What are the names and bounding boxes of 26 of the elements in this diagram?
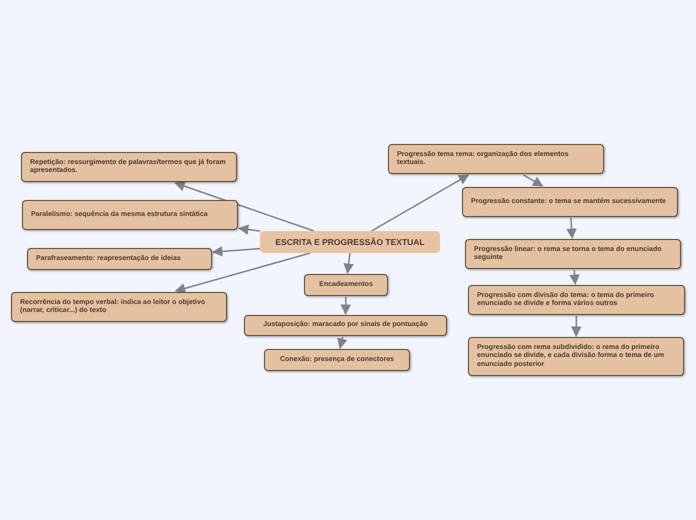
topic-text: ESCRITA E PROGRESSÃO TEXTUAL — [275, 236, 425, 248]
arrow — [523, 174, 544, 187]
topic-box — [304, 274, 388, 296]
arrow — [566, 218, 577, 240]
arrow — [212, 246, 260, 257]
topic-box — [21, 152, 237, 182]
arrow — [238, 224, 260, 235]
arrow — [571, 316, 582, 338]
topic-box — [388, 144, 604, 174]
topic-box — [22, 200, 238, 230]
arrow — [340, 297, 351, 316]
topic-box — [465, 239, 681, 269]
arrow — [569, 270, 580, 286]
arrow — [174, 181, 314, 232]
topic-box — [264, 349, 410, 371]
arrow — [343, 252, 354, 274]
topic-box — [27, 248, 212, 270]
arrow — [371, 174, 470, 232]
arrow — [337, 336, 348, 350]
topic-box — [11, 292, 227, 322]
topic-box — [244, 315, 447, 336]
topic-box — [468, 337, 684, 376]
topic-box — [468, 285, 685, 315]
arrow — [174, 252, 311, 294]
topic-box — [462, 187, 678, 217]
central-topic — [260, 231, 440, 253]
